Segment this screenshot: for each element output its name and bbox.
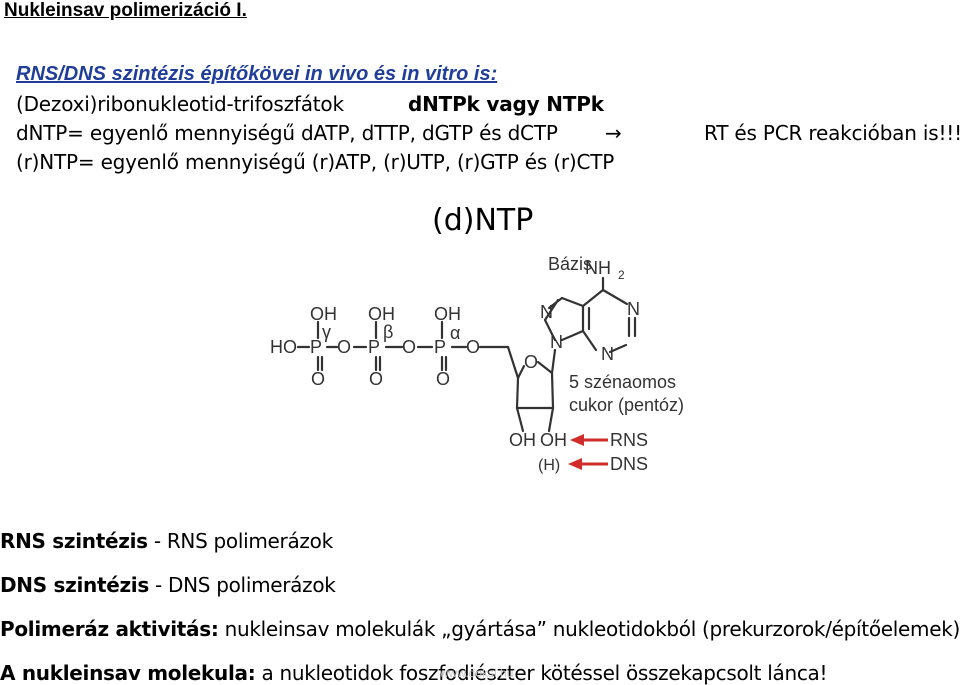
o-bridge-1: O (337, 337, 351, 357)
rns-label: RNS (610, 430, 648, 450)
sugar-label-line-2: cukor (pentóz) (569, 395, 684, 415)
subtitle: RNS/DNS szintézis építőkövei in vivo és … (16, 63, 498, 85)
p-gamma: P (310, 337, 322, 357)
oh-gamma: OH (310, 304, 337, 324)
n-3: N (601, 344, 614, 364)
diagram-heading: (d)NTP (432, 203, 534, 238)
footer-line-1-bold: RNS szintézis (0, 529, 148, 553)
o-bridge-3: O (466, 337, 480, 357)
line-3: (r)NTP= egyenlő mennyiségű (r)ATP, (r)UT… (16, 150, 615, 174)
o-gamma: O (311, 369, 325, 389)
base-label: Bázis (548, 254, 592, 274)
n-7: N (540, 302, 553, 322)
page-title: Nukleinsav polimerizáció I. (4, 0, 247, 21)
footer-line-4-bold: A nukleinsav molekula: (0, 661, 256, 685)
line-1-b: dNTPk vagy NTPk (408, 92, 604, 116)
o-beta: O (369, 369, 383, 389)
oh-alpha: OH (434, 304, 461, 324)
p-beta: P (368, 337, 380, 357)
red-arrow-dns-icon (568, 458, 608, 470)
o-bridge-2: O (402, 337, 416, 357)
line-2-b: RT és PCR reakcióban is!!! (704, 121, 960, 145)
nh2-label: NH (585, 258, 611, 278)
line-2-a: dNTP= egyenlő mennyiségű dATP, dTTP, dGT… (16, 121, 558, 145)
dns-label: DNS (610, 454, 648, 474)
n-1: N (627, 299, 640, 319)
line-1-a: (Dezoxi)ribonukleotid-trifoszfátok (16, 92, 344, 116)
footer-line-3-rest: nukleinsav molekulák „gyártása” nukleoti… (218, 617, 960, 641)
footer-line-2-bold: DNS szintézis (0, 573, 149, 597)
o-alpha: O (436, 369, 450, 389)
o-ring: O (524, 352, 538, 372)
alpha-label: α (450, 323, 460, 343)
footer-line-2-rest: - DNS polimerázok (148, 573, 336, 597)
sugar-label-line-1: 5 szénaomos (569, 372, 676, 392)
arrow-icon: → (605, 121, 622, 145)
red-arrow-rns-icon (570, 434, 608, 446)
beta-label: β (383, 322, 393, 342)
footer-line-3-bold: Polimeráz aktivitás: (0, 617, 219, 641)
footer-line-1-rest: - RNS polimerázok (147, 529, 333, 553)
n-9: N (550, 332, 563, 352)
footer-line-3: Polimeráz aktivitás: nukleinsav molekulá… (0, 617, 960, 641)
oh-beta: OH (368, 304, 395, 324)
p-alpha: P (434, 337, 446, 357)
footer-line-4: A nukleinsav molekula: a nukleotidok fos… (0, 661, 828, 685)
watermark: www.doksi.hu (440, 666, 514, 680)
oh-3prime: OH (509, 430, 536, 450)
gamma-label: γ (322, 322, 331, 342)
footer-line-4-rest: a nukleotidok foszfodiészter kötéssel ös… (255, 661, 828, 685)
ho-label: HO (270, 337, 297, 357)
oh-2prime: OH (540, 430, 567, 450)
footer-line-2: DNS szintézis - DNS polimerázok (0, 573, 336, 597)
footer-line-1: RNS szintézis - RNS polimerázok (0, 529, 333, 553)
h-2prime: (H) (538, 457, 560, 474)
nh2-subscript: 2 (618, 268, 625, 282)
